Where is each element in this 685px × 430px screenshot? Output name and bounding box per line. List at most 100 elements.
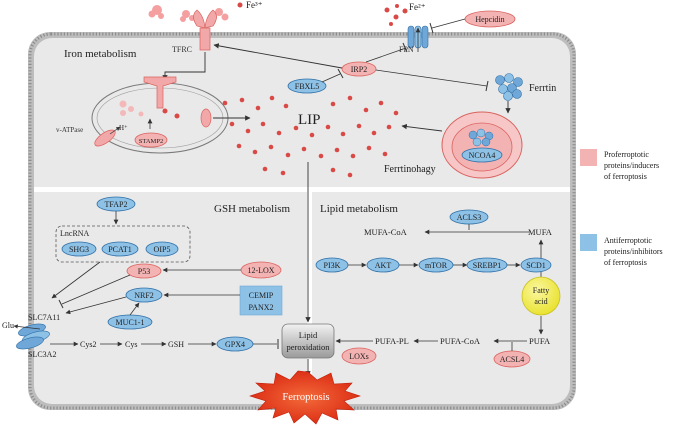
legend-anti-line2: proteins/inhibitors — [604, 247, 663, 256]
cemip-panx2-box — [239, 285, 283, 316]
irp2-label: IRP2 — [351, 65, 367, 74]
gsh-metabolism-title: GSH metabolism — [214, 203, 291, 215]
ferritinophagy-to-lip-arrow — [401, 123, 443, 132]
p53-badge — [126, 263, 162, 279]
fatty-acid-node — [521, 276, 561, 316]
legend-pro-line1: Proferroptotic — [604, 150, 649, 159]
nrf2-to-slc7a11-arrow — [65, 296, 127, 315]
cell-membrane-stripes — [28, 32, 576, 410]
irp2-to-tfrc-arrow — [213, 43, 343, 69]
oip5-label: OIP5 — [154, 245, 171, 254]
fatty-acid-label-1: Fatty — [533, 286, 549, 295]
irp2-badge — [341, 61, 377, 77]
tfrc-label: TFRC — [172, 45, 192, 54]
ferritin-label: Ferrtin — [529, 83, 556, 94]
stamp2-badge — [134, 132, 168, 148]
lipid-metabolism-title: Lipid metabolism — [320, 203, 398, 215]
p53-inhibit-bar — [58, 299, 64, 309]
ncoa4-label: NCOA4 — [469, 151, 496, 160]
scd1-label: SCD1 — [526, 261, 546, 270]
loxs-label: LOXs — [349, 352, 369, 361]
ferroptosis-burst — [249, 370, 361, 425]
legend-anti-swatch — [580, 234, 597, 251]
pcat1-label: PCAT1 — [108, 245, 132, 254]
panx2-label: PANX2 — [248, 303, 273, 312]
nrf2-label: NRF2 — [134, 291, 154, 300]
p53-inhibit-slc7a11 — [61, 274, 131, 305]
hepcidin-inhibit-bar — [429, 22, 434, 34]
mtor-label: mTOR — [425, 261, 448, 270]
acsl4-label: ACSL4 — [500, 355, 524, 364]
ncoa4-badge — [461, 147, 503, 163]
shg3-badge — [61, 241, 97, 257]
muc1-label: MUC1-1 — [116, 318, 145, 327]
lox12-label: 12-LOX — [247, 266, 274, 275]
lncrna-to-slc7a11-arrow — [51, 261, 101, 299]
section-divider-vertical — [307, 192, 312, 404]
pufa-pl-label: PUFA-PL — [375, 336, 409, 346]
nrf2-badge — [125, 287, 163, 303]
ferroptosis-label: Ferroptosis — [282, 392, 329, 403]
mufa-coa-label: MUFA-CoA — [364, 227, 408, 237]
stamp2-label: STAMP2 — [139, 138, 163, 145]
cemip-label: CEMIP — [249, 291, 274, 300]
loxs-badge — [341, 347, 377, 365]
legend-anti-line3: of ferroptosis — [604, 258, 647, 267]
glu-export-arrow — [13, 324, 41, 330]
lip-label: LIP — [298, 112, 321, 128]
irp2-to-fpn-inhibit — [365, 47, 407, 63]
system-xc-transporter — [16, 323, 50, 350]
fe2-label: Fe²⁺ — [409, 2, 426, 12]
akt-label: AKT — [375, 261, 392, 270]
v-atpase-label: v-ATPase — [56, 126, 83, 134]
dmt1-channel — [200, 108, 212, 128]
iron-metabolism-title: Iron metabolism — [64, 48, 137, 60]
lncrna-box — [55, 225, 191, 263]
pi3k-label: PI3K — [324, 261, 341, 270]
fe3-label: Fe³⁺ — [246, 0, 263, 10]
oip5-badge — [145, 241, 179, 257]
p53-label: P53 — [138, 267, 150, 276]
glu-label: Glu — [2, 321, 14, 330]
irp2-to-ferritin-inhibit-bar — [485, 80, 489, 92]
tfap2-label: TFAP2 — [105, 200, 128, 209]
section-divider-horizontal — [34, 187, 570, 192]
irp2-to-fpn-inhibit-bar — [402, 42, 408, 53]
hepcidin-label: Hepcidin — [475, 15, 504, 24]
fbxl5-inhibit-irp2-bar — [337, 68, 344, 79]
legend-pro-line3: of ferroptosis — [604, 172, 647, 181]
ferritinophagy-label: Ferrtinohagy — [384, 164, 436, 175]
fbxl5-label: FBXL5 — [295, 82, 319, 91]
irp2-to-ferritin-inhibit — [375, 69, 488, 87]
fbxl5-inhibit-irp2 — [321, 73, 341, 83]
scd1-badge — [520, 257, 552, 273]
lipid-peroxidation-box — [281, 323, 335, 359]
pcat1-badge — [101, 241, 139, 257]
lipid-peroxidation-label-2: peroxidation — [287, 342, 331, 352]
cys-label: Cys — [125, 340, 137, 349]
legend-pro-swatch — [580, 149, 597, 166]
cys2-label: Cys2 — [80, 340, 96, 349]
legend-pro-line2: proteins/inducers — [604, 161, 659, 170]
endosome-receptor — [143, 76, 177, 109]
shg3-label: SHG3 — [69, 245, 89, 254]
lipid-peroxidation-label-1: Lipid — [299, 330, 318, 340]
muc1-to-nrf2-arrow — [129, 302, 140, 316]
tfrc-receptor — [193, 9, 217, 51]
lncrna-label: LncRNA — [60, 229, 90, 238]
srebp1-label: SREBP1 — [473, 261, 501, 270]
ferritin-cluster — [495, 73, 523, 101]
hepcidin-inhibit-fpn — [431, 18, 466, 29]
fbxl5-badge — [287, 78, 327, 94]
acls3-label: ACLS3 — [457, 213, 481, 222]
fe2-dots — [384, 4, 408, 26]
lip-iron-dots — [222, 95, 399, 178]
legend-anti-line1: Antiferroptotic — [604, 236, 652, 245]
fpn-label: FPN — [399, 45, 414, 54]
pufa-label: PUFA — [529, 336, 551, 346]
gsh-label: GSH — [168, 340, 184, 349]
endosome-fe2 — [162, 108, 180, 119]
slc3a2-label: SLC3A2 — [28, 350, 56, 359]
